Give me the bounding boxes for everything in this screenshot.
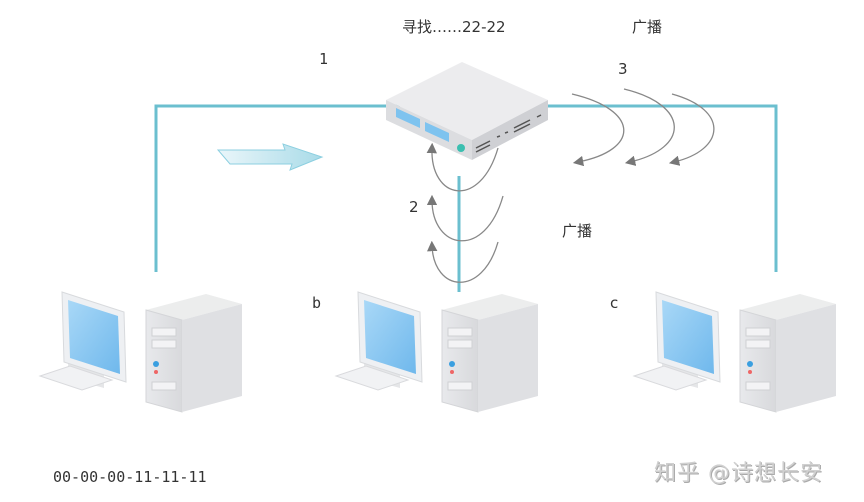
- step-2-label: 2: [409, 198, 419, 216]
- computer-c-icon: [632, 291, 836, 413]
- search-label: 寻找……22-22: [402, 18, 506, 36]
- computer-a-icon: [38, 291, 242, 413]
- cables: [154, 104, 778, 292]
- flow-arrow-icon: [216, 143, 324, 171]
- cable-left: [154, 104, 400, 272]
- broadcast-label-top: 广播: [632, 18, 663, 36]
- host-c-label: c: [610, 294, 619, 312]
- computer-b-icon: [334, 291, 538, 413]
- broadcast-arrows-center: [426, 142, 504, 283]
- broadcast-label-mid: 广播: [562, 222, 593, 240]
- step-3-label: 3: [618, 60, 628, 78]
- broadcast-arrows-right: [571, 88, 715, 167]
- step-1-label: 1: [319, 50, 329, 68]
- watermark: 知乎 @诗想长安: [654, 461, 823, 486]
- host-b-label: b: [312, 294, 322, 312]
- switch-icon: [386, 62, 548, 160]
- mac-address-a: 00-00-00-11-11-11: [53, 468, 207, 486]
- cable-right: [545, 104, 778, 272]
